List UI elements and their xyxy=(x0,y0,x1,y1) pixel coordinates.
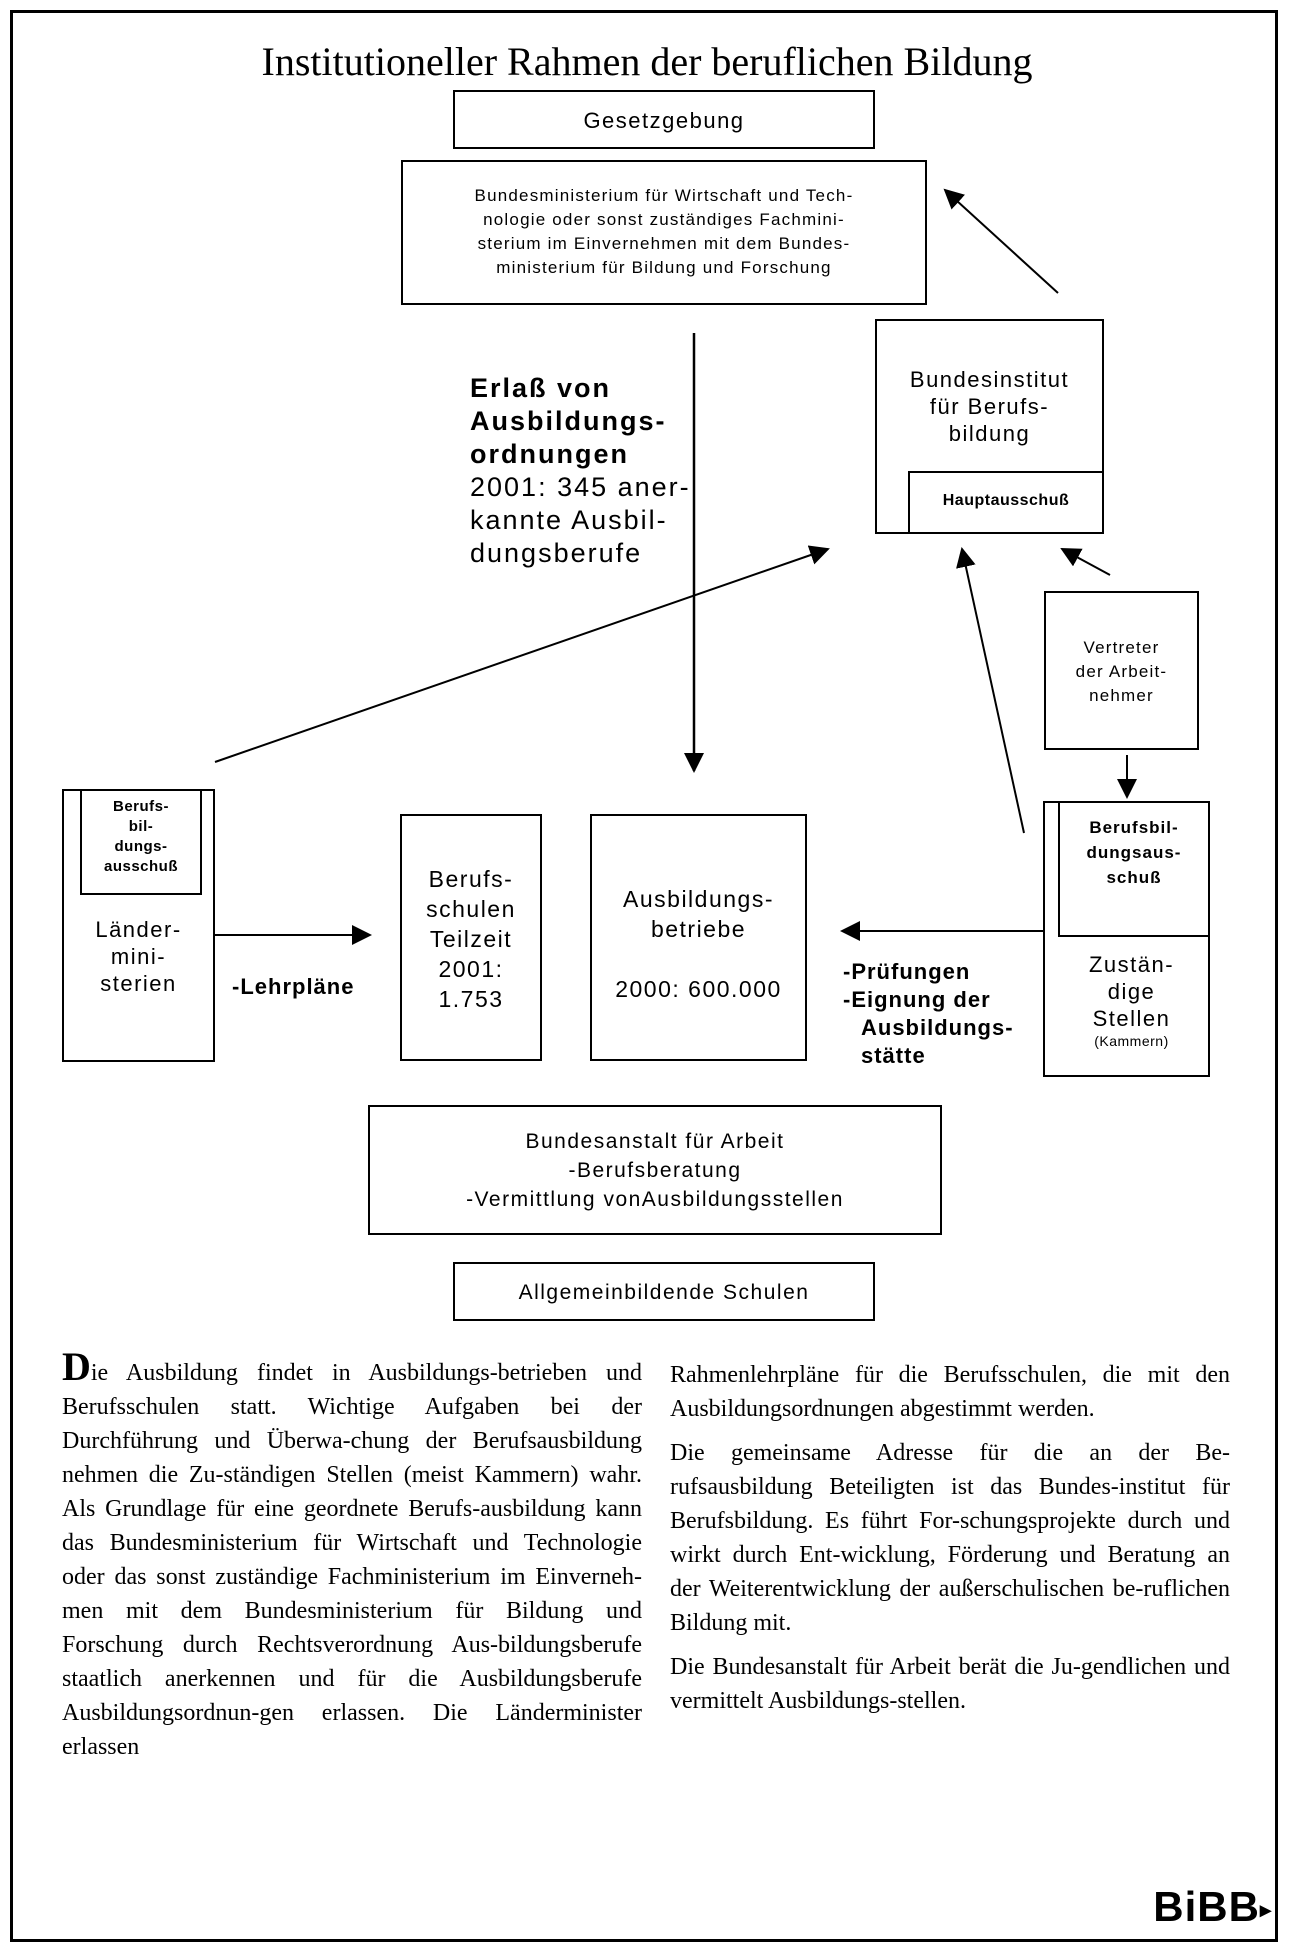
arrow-laender-to-bibb xyxy=(214,545,830,763)
laender-bba-line: bil- xyxy=(128,818,154,835)
ba-line: Bundesanstalt für Arbeit xyxy=(525,1130,785,1153)
col1-text: ie Ausbildung findet in Ausbildungs-betr… xyxy=(62,1360,642,1760)
bibb-logo: BiBB▸ xyxy=(1153,1883,1272,1931)
box-gesetzgebung: Gesetzgebung xyxy=(453,90,875,149)
ba-line: -Vermittlung vonAusbildungsstellen xyxy=(466,1188,844,1211)
text-column-2: Rahmenlehrpläne für die Berufsschulen, d… xyxy=(670,1358,1230,1728)
logo-triangle-icon: ▸ xyxy=(1259,1896,1272,1922)
zust-line: dige xyxy=(1107,979,1156,1004)
berufsschulen-line: Berufs- xyxy=(428,866,514,892)
laender-line: sterien xyxy=(100,971,177,996)
text-paragraph: Rahmenlehrpläne für die Berufsschulen, d… xyxy=(670,1362,1230,1422)
vertreter-line: der Arbeit- xyxy=(1075,662,1168,681)
box-hauptausschuss: Hauptausschuß xyxy=(908,471,1104,534)
erlass-bold-line: ordnungen xyxy=(470,439,629,469)
allgemein-label: Allgemeinbildende Schulen xyxy=(518,1281,810,1304)
arrow-zust-to-bibb xyxy=(956,547,1025,834)
bibb-line: für Berufs- xyxy=(929,394,1050,419)
vertreter-line: Vertreter xyxy=(1083,638,1160,657)
zust-bba-line: Berufsbil- xyxy=(1089,818,1179,837)
betriebe-line: Ausbildungs- xyxy=(623,886,774,912)
erlass-line: 2001: 345 aner- xyxy=(470,472,691,502)
betriebe-line: 2000: 600.000 xyxy=(615,976,782,1002)
berufsschulen-line: 1.753 xyxy=(438,986,504,1012)
erlass-line: dungsberufe xyxy=(470,538,643,568)
laender-bba-line: Berufs- xyxy=(112,798,169,815)
box-berufsschulen: Berufs- schulen Teilzeit 2001: 1.753 xyxy=(400,814,542,1061)
laender-line: Länder- xyxy=(95,917,182,942)
text-paragraph: Die Ausbildung findet in Ausbildungs-bet… xyxy=(62,1347,642,1764)
box-ausbildungsbetriebe: Ausbildungs- betriebe 2000: 600.000 xyxy=(590,814,807,1061)
zust-kammern: (Kammern) xyxy=(1094,1033,1169,1049)
text-paragraph: Die gemeinsame Adresse für die an der Be… xyxy=(670,1440,1230,1636)
laender-line: mini- xyxy=(110,944,167,969)
page-title: Institutioneller Rahmen der beruflichen … xyxy=(261,39,1033,84)
bibb-line: bildung xyxy=(948,421,1031,446)
berufsschulen-line: 2001: xyxy=(438,956,504,982)
box-zustaendige-berufsbildungsausschuss: Berufsbil- dungsaus- schuß xyxy=(1058,801,1210,937)
ba-line: -Berufsberatung xyxy=(568,1159,742,1182)
gesetzgebung-label: Gesetzgebung xyxy=(583,108,745,133)
erlass-bold-line: Erlaß von xyxy=(470,373,612,403)
label-pruefungen: -Prüfungen -Eignung der Ausbildungs- stä… xyxy=(843,958,1014,1070)
berufsschulen-line: schulen xyxy=(426,896,516,922)
bmwi-line: ministerium für Bildung und Forschung xyxy=(496,258,832,277)
berufsschulen-line: Teilzeit xyxy=(429,926,513,952)
label-lehrplaene: -Lehrpläne xyxy=(232,974,355,999)
box-bundesanstalt-arbeit: Bundesanstalt für Arbeit -Berufsberatung… xyxy=(368,1105,942,1235)
box-bundesministerium: Bundesministerium für Wirtschaft und Tec… xyxy=(401,160,927,305)
pruefungen-line: stätte xyxy=(861,1043,926,1068)
vertreter-line: nehmer xyxy=(1089,686,1154,705)
text-column-1: Die Ausbildung findet in Ausbildungs-bet… xyxy=(62,1347,642,1774)
zust-line: Zustän- xyxy=(1088,952,1175,977)
box-allgemeinbildende-schulen: Allgemeinbildende Schulen xyxy=(453,1262,875,1321)
page-frame xyxy=(10,10,1278,1942)
box-vertreter-arbeitnehmer: Vertreter der Arbeit- nehmer xyxy=(1044,591,1199,750)
erlass-line: kannte Ausbil- xyxy=(470,505,668,535)
text-paragraph: Die Bundesanstalt für Arbeit berät die J… xyxy=(670,1654,1230,1714)
bibb-logo-text: BiBB xyxy=(1153,1883,1260,1930)
bmwi-line: nologie oder sonst zuständiges Fachmini- xyxy=(483,210,845,229)
arrow-bibb-to-bmwi xyxy=(943,188,1059,294)
pruefungen-line: Ausbildungs- xyxy=(861,1015,1014,1040)
label-erlass: Erlaß von Ausbildungs- ordnungen 2001: 3… xyxy=(470,372,691,570)
bmwi-line: Bundesministerium für Wirtschaft und Tec… xyxy=(474,186,854,205)
arrow-vertreter-to-bibb xyxy=(1060,548,1111,576)
laender-bba-line: ausschuß xyxy=(103,858,179,875)
pruefungen-line: -Prüfungen xyxy=(843,959,971,984)
zust-line: Stellen xyxy=(1092,1006,1171,1031)
zust-bba-line: schuß xyxy=(1106,868,1162,887)
zust-bba-line: dungsaus- xyxy=(1086,843,1182,862)
hauptausschuss-label: Hauptausschuß xyxy=(942,492,1070,509)
laender-bba-line: dungs- xyxy=(114,838,168,855)
bibb-line: Bundesinstitut xyxy=(909,367,1070,392)
dropcap: D xyxy=(62,1344,91,1389)
betriebe-line: betriebe xyxy=(650,916,747,942)
box-laender-berufsbildungsausschuss: Berufs- bil- dungs- ausschuß xyxy=(80,789,202,895)
bmwi-line: sterium im Einvernehmen mit dem Bundes- xyxy=(477,234,851,253)
erlass-bold-line: Ausbildungs- xyxy=(470,406,667,436)
pruefungen-line: -Eignung der xyxy=(843,987,991,1012)
